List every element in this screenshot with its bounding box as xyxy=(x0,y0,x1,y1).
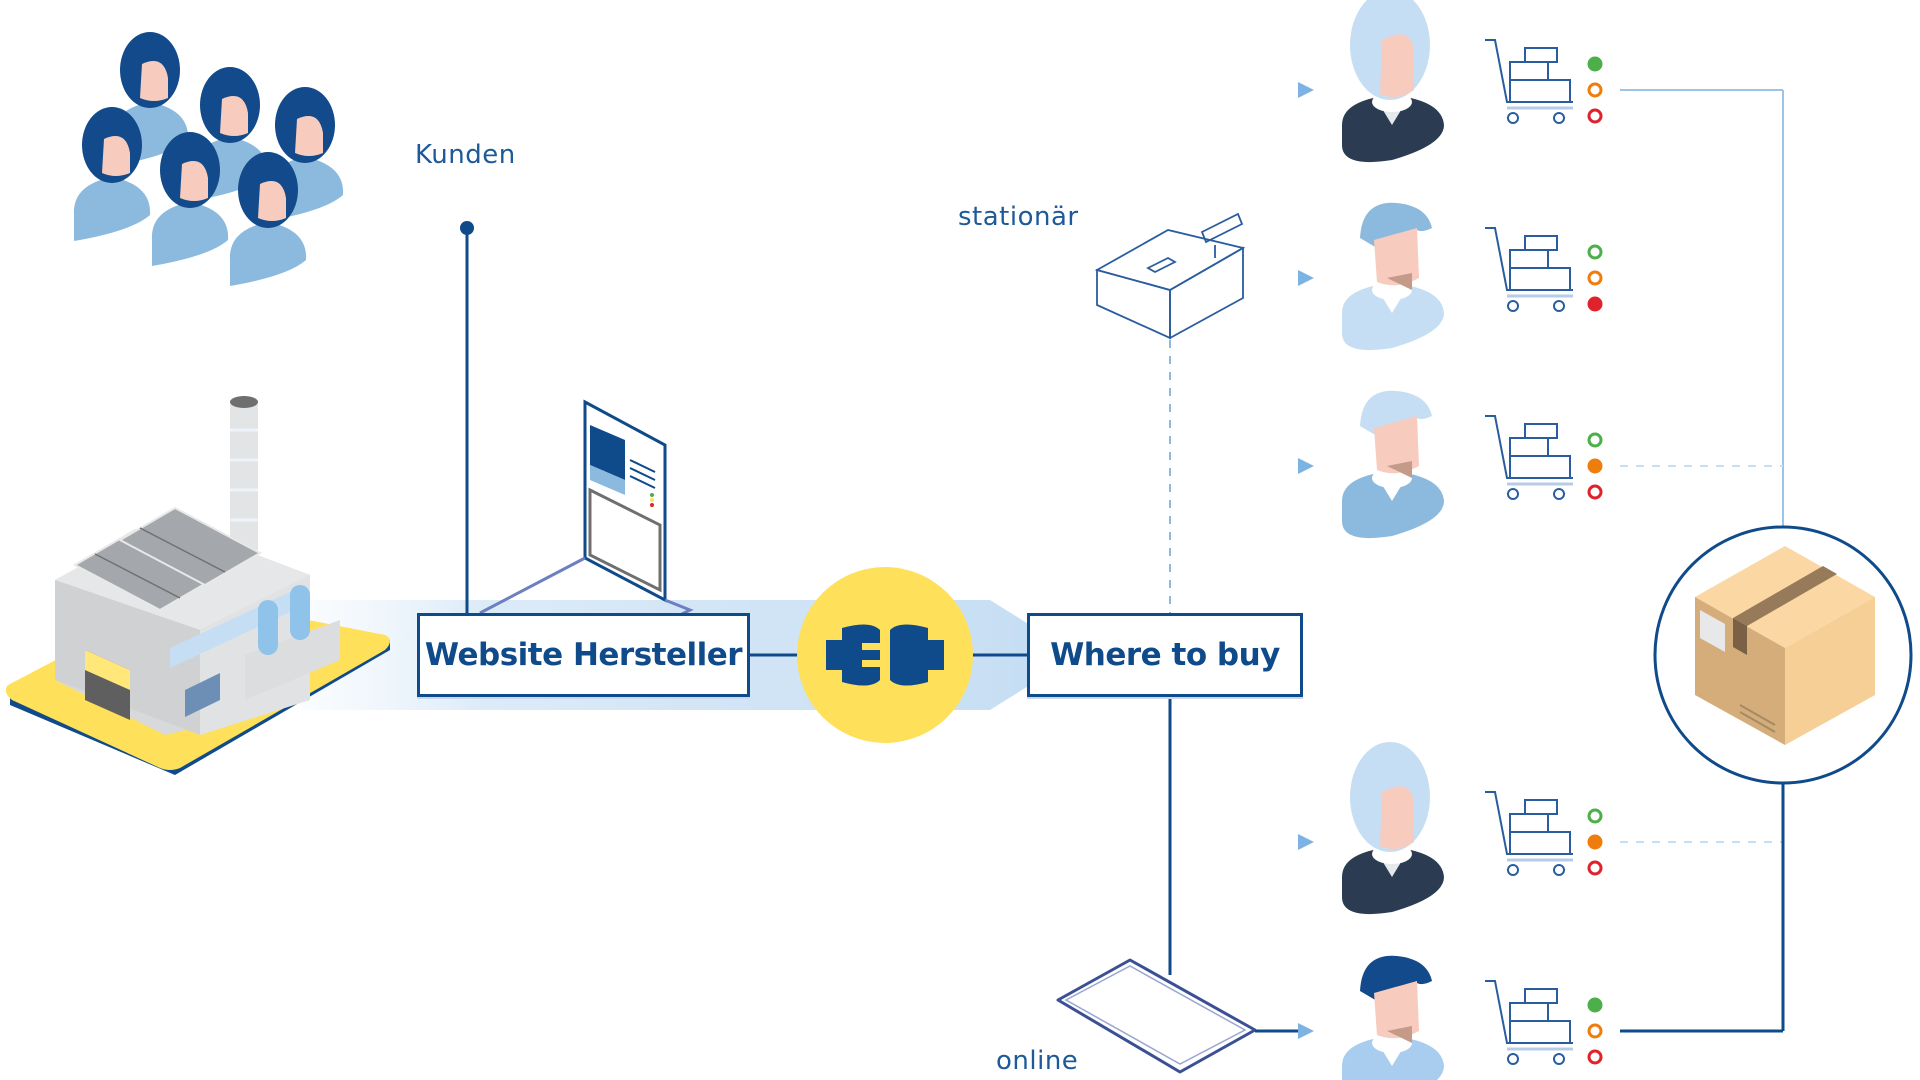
arrow-icon xyxy=(1298,834,1314,850)
package-connectors xyxy=(1620,89,1785,1033)
status-light-red xyxy=(1587,484,1603,500)
retailer-row xyxy=(1298,955,1603,1080)
tablet-icon xyxy=(1056,697,1312,1074)
status-light-orange xyxy=(1587,458,1603,474)
status-light-green xyxy=(1587,808,1603,824)
arrow-icon xyxy=(1298,270,1314,286)
retailer-row xyxy=(1298,202,1603,351)
retailer-row xyxy=(1298,742,1603,915)
status-light-orange xyxy=(1587,270,1603,286)
status-light-green xyxy=(1587,56,1603,72)
status-light-orange xyxy=(1587,1023,1603,1039)
status-light-orange xyxy=(1587,834,1603,850)
shopping-cart-icon xyxy=(1483,979,1575,1066)
customer-avatar-icon xyxy=(1342,955,1444,1080)
shopping-cart-icon xyxy=(1483,414,1575,501)
status-light-green xyxy=(1587,997,1603,1013)
customer-avatar-icon xyxy=(1342,0,1444,163)
cash-register-icon xyxy=(1094,212,1246,340)
customers-connector xyxy=(460,221,474,613)
retailer-row xyxy=(1298,0,1603,163)
status-light-green xyxy=(1587,432,1603,448)
customer-avatar-icon xyxy=(1342,742,1444,915)
status-light-red xyxy=(1587,860,1603,876)
status-light-red xyxy=(1587,296,1603,312)
status-light-orange xyxy=(1587,82,1603,98)
online-channel-label: online xyxy=(996,1046,1079,1076)
customer-avatar-icon xyxy=(1342,390,1444,539)
customer-avatar-icon xyxy=(1342,202,1444,351)
retailer-list xyxy=(1298,0,1603,1080)
status-light-red xyxy=(1587,1049,1603,1065)
arrow-icon xyxy=(1298,82,1314,98)
shopping-cart-icon xyxy=(1483,790,1575,877)
plug-connector-icon xyxy=(797,567,973,743)
package-box-icon xyxy=(1653,525,1913,785)
website-page-icon xyxy=(479,399,694,617)
where-to-buy-node[interactable]: Where to buy xyxy=(1027,613,1303,697)
customers-label: Kunden xyxy=(415,140,516,170)
arrow-icon xyxy=(1298,458,1314,474)
shopping-cart-icon xyxy=(1483,226,1575,313)
status-light-green xyxy=(1587,244,1603,260)
shopping-cart-icon xyxy=(1483,38,1575,125)
status-light-red xyxy=(1587,108,1603,124)
stationary-channel-label: stationär xyxy=(958,202,1079,232)
retailer-row xyxy=(1298,390,1603,539)
customers-group-icon xyxy=(73,32,344,286)
factory-icon xyxy=(5,396,390,775)
manufacturer-website-node[interactable]: Website Hersteller xyxy=(417,613,750,697)
arrow-icon xyxy=(1298,1023,1314,1039)
